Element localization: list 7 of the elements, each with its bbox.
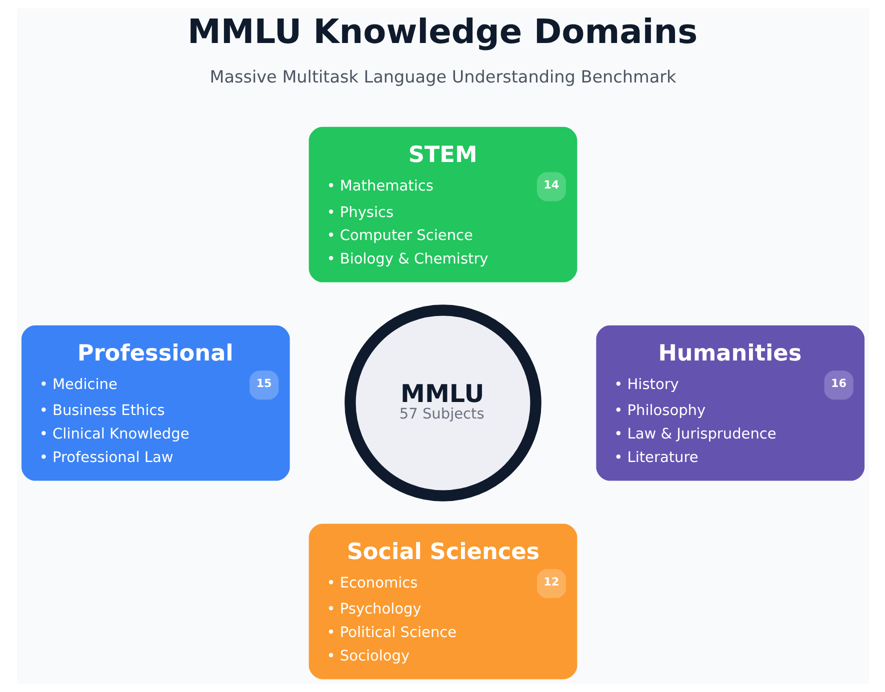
node-box: Humanities • History 16 • Philosophy • Law & Jurisprudence • Literature [596, 325, 864, 481]
node-circle: MMLU 57 Subjects [344, 304, 541, 502]
diagram-title: MMLU Knowledge Domains [187, 12, 698, 51]
node-box: Social Sciences • Economics 12 • Psychology • Political Science • Sociology [308, 524, 577, 680]
node-box: STEM • Mathematics 14 • Physics • Computer Science • Biology & Chemistry [308, 126, 577, 282]
label: Massive Multitask Language Understanding Benchmark [209, 66, 676, 87]
node-box: Professional • Medicine 15 • Business Ethics • Clinical Knowledge • Professional Law [20, 325, 290, 481]
